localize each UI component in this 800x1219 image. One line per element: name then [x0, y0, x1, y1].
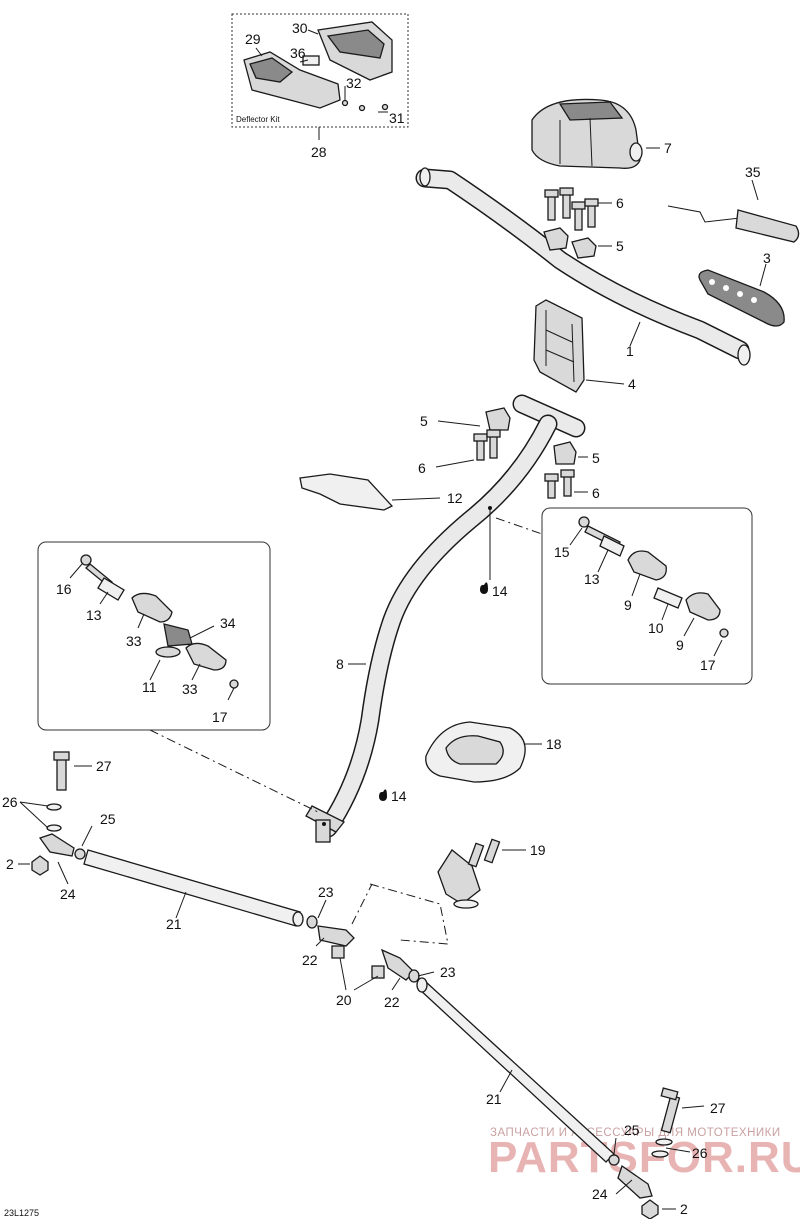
watermark: PARTSFOR.RU ЗАПЧАСТИ И АКСЕССУАРЫ ДЛЯ МО… [488, 1127, 800, 1182]
callout-17-left: 17 [212, 709, 228, 725]
callout-33-left-a: 33 [126, 633, 142, 649]
callout-27-right: 27 [710, 1100, 726, 1116]
detail-box-right [541, 507, 753, 685]
callout-31: 31 [389, 110, 405, 126]
callout-20: 20 [336, 992, 352, 1008]
column-clamps [435, 407, 588, 499]
callout-21-right: 21 [486, 1091, 502, 1107]
steering-column [305, 394, 586, 843]
callout-6-top: 6 [616, 195, 624, 211]
callout-11: 11 [142, 679, 157, 695]
tie-rod-ends-center [306, 899, 435, 991]
callout-9-right-b: 9 [676, 637, 684, 653]
callout-24-left: 24 [60, 886, 76, 902]
handlebar-pad [531, 98, 660, 169]
callout-15: 15 [554, 544, 570, 560]
column-boot [425, 721, 542, 783]
callout-6-right: 6 [592, 485, 600, 501]
callout-9-right-a: 9 [624, 597, 632, 613]
callout-7: 7 [664, 140, 672, 156]
watermark-brand: PARTSFOR.RU [488, 1133, 800, 1182]
callout-32: 32 [346, 75, 362, 91]
handlebar-riser [533, 299, 625, 393]
callout-23-left: 23 [318, 884, 334, 900]
tie-rod-right [416, 977, 705, 1219]
callout-4: 4 [628, 376, 636, 392]
callout-3: 3 [763, 250, 771, 266]
callout-17-right: 17 [700, 657, 716, 673]
callout-2-left: 2 [6, 856, 14, 872]
callout-34: 34 [220, 615, 236, 631]
callout-26-left: 26 [2, 794, 18, 810]
callout-14-lower: 14 [391, 788, 407, 804]
callout-25-left: 25 [100, 811, 116, 827]
callout-2-right: 2 [680, 1201, 688, 1217]
handle-grip [698, 263, 785, 327]
callout-13-right: 13 [584, 571, 600, 587]
callout-5-top: 5 [616, 238, 624, 254]
callout-22-left: 22 [302, 952, 318, 968]
callout-30: 30 [292, 20, 308, 36]
callout-25-right: 25 [624, 1122, 640, 1138]
upper-clamp-bolts [543, 187, 612, 259]
callout-22-right: 22 [384, 994, 400, 1010]
callout-12: 12 [447, 490, 463, 506]
callout-5-left: 5 [420, 413, 428, 429]
deflector-kit-label: Deflector Kit [236, 115, 280, 124]
callout-33-left-b: 33 [182, 681, 198, 697]
callout-35: 35 [745, 164, 761, 180]
callout-18: 18 [546, 736, 562, 752]
callout-16: 16 [56, 581, 72, 597]
callout-6-left: 6 [418, 460, 426, 476]
callout-27-left: 27 [96, 758, 112, 774]
callout-10: 10 [648, 620, 664, 636]
callout-13-left: 13 [86, 607, 102, 623]
heated-grip [667, 179, 800, 243]
callout-1: 1 [626, 343, 634, 359]
steering-bracket [351, 838, 526, 945]
callout-29: 29 [245, 31, 261, 47]
callout-28: 28 [311, 144, 327, 160]
callout-21-left: 21 [166, 916, 182, 932]
callout-26-right: 26 [692, 1145, 708, 1161]
drawing-code: 23L1275 [4, 1208, 39, 1218]
callout-8: 8 [336, 656, 344, 672]
callout-14-upper: 14 [492, 583, 508, 599]
callout-5-right: 5 [592, 450, 600, 466]
detail-box-left [37, 541, 271, 731]
callout-19: 19 [530, 842, 546, 858]
handlebar [415, 167, 751, 366]
tie-rod-left [18, 751, 304, 927]
deflector-kit-box: Deflector Kit [231, 13, 409, 140]
callout-36: 36 [290, 45, 306, 61]
cover-plate [299, 473, 441, 511]
callout-24-right: 24 [592, 1186, 608, 1202]
watermark-subtitle: ЗАПЧАСТИ И АКСЕССУАРЫ ДЛЯ МОТОТЕХНИКИ [490, 1127, 781, 1139]
callout-23-right: 23 [440, 964, 456, 980]
